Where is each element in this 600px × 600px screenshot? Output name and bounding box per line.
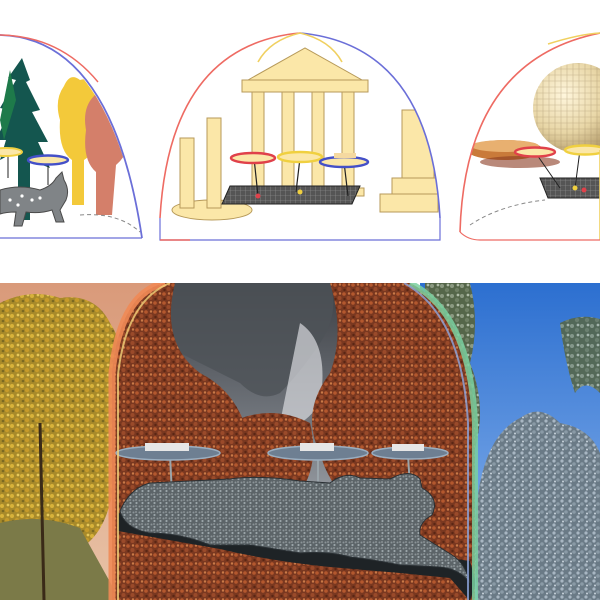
left-pillars [171,117,253,221]
grey-tree [474,411,600,600]
schematic-diagrams [0,32,600,241]
right-monument [379,109,439,213]
disc-blue [318,155,370,169]
disc-yellow [563,144,600,156]
rendered-scene [0,283,600,600]
disc-yellow [0,147,23,157]
small-tree [0,70,16,140]
dome-outline [459,32,600,233]
disc-yellow [276,150,324,164]
autumn-trees-right [312,283,475,600]
disc-blue [26,154,70,166]
platform [539,177,600,199]
planet-dome-diagram [459,32,600,241]
forest-dome-diagram [0,34,143,239]
disc-red [229,151,277,165]
dome-rim [108,283,478,600]
disc-center [267,443,369,498]
deer [0,171,69,227]
dome-outline [0,34,143,239]
yellow-autumn-tree [0,294,123,558]
temple [241,47,369,197]
storm-clouds [160,283,334,397]
temple-dome-diagram [159,32,441,241]
disc-red [513,146,557,158]
disc-right [371,444,449,489]
us-map [118,473,475,600]
us-map-top [119,473,471,584]
platform [221,185,361,205]
dome-interior [112,283,475,600]
dome-outline [159,32,301,219]
